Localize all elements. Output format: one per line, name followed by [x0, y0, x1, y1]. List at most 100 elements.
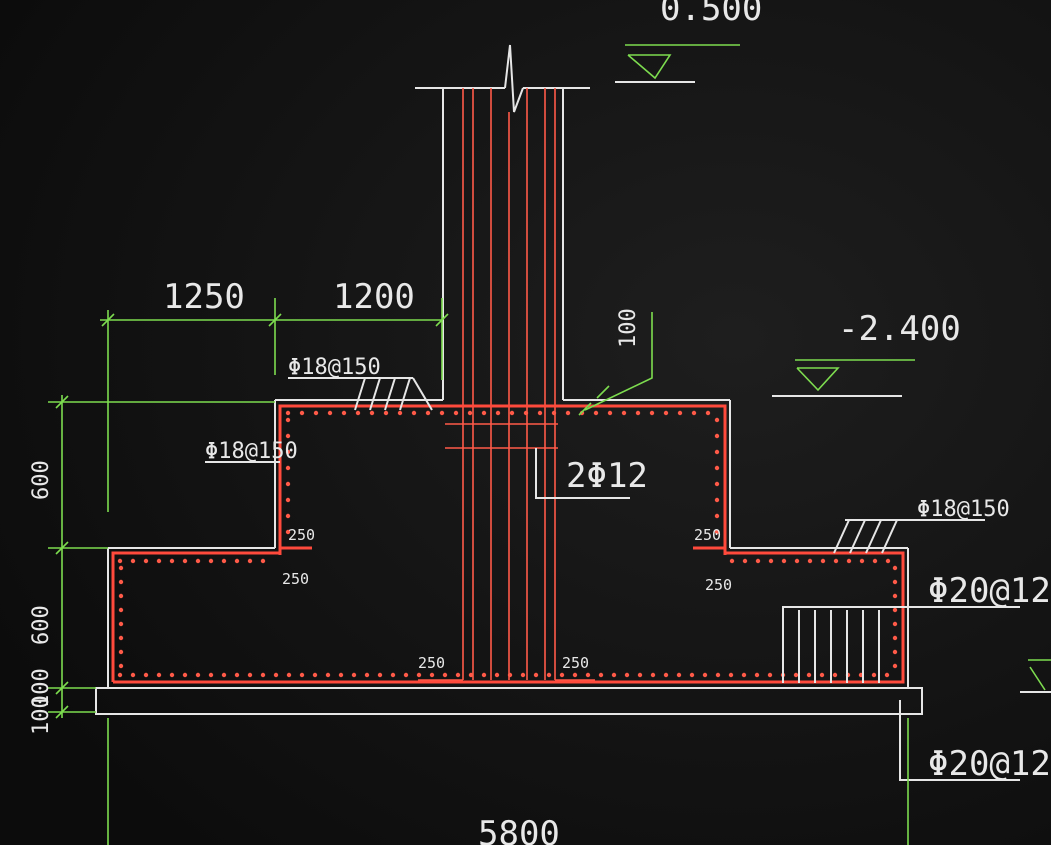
- rebar-dot: [650, 672, 656, 678]
- rebar-dot: [884, 672, 890, 678]
- rebar-dot: [195, 672, 201, 678]
- rebar-dot: [892, 565, 898, 571]
- lap-label-f: 250: [562, 654, 589, 672]
- rebar-dot: [439, 410, 445, 416]
- dim-600-upper-label: 600: [29, 460, 54, 500]
- rebar-dot: [885, 558, 891, 564]
- rebar-dot: [369, 410, 375, 416]
- rebar-dot: [509, 410, 515, 416]
- rebar-dot: [285, 513, 291, 519]
- rebar-dot: [182, 672, 188, 678]
- rebar-dot: [260, 558, 266, 564]
- rebar-dot: [714, 529, 720, 535]
- rebar-dot: [312, 672, 318, 678]
- rebar-dot: [892, 663, 898, 669]
- rebar-dot: [559, 672, 565, 678]
- rebar-dot: [299, 410, 305, 416]
- rebar-dot: [714, 449, 720, 455]
- rebar-dot: [767, 672, 773, 678]
- rebar-dot: [520, 672, 526, 678]
- dim-600-lower-label: 600: [29, 605, 54, 645]
- rebar-dot: [247, 672, 253, 678]
- rebar-dot: [383, 410, 389, 416]
- rebar-dot: [793, 672, 799, 678]
- rebar-dot: [754, 672, 760, 678]
- rebar-dot: [182, 558, 188, 564]
- rebar-right-step-label: Φ18@150: [917, 497, 1010, 522]
- rebar-dot: [221, 558, 227, 564]
- rebar-dot: [285, 497, 291, 503]
- rebar-dot: [819, 672, 825, 678]
- rebar-dot: [714, 465, 720, 471]
- rebar-dot: [285, 433, 291, 439]
- rebar-dot: [442, 672, 448, 678]
- rebar-dot: [892, 621, 898, 627]
- rebar-dot: [741, 672, 747, 678]
- rebar-stirrup-label: 2Φ12: [566, 456, 648, 496]
- rebar-dot: [403, 672, 409, 678]
- rebar-dot: [691, 410, 697, 416]
- rebar-dot: [794, 558, 800, 564]
- rebar-dot: [221, 672, 227, 678]
- rebar-dot: [859, 558, 865, 564]
- rebar-dot: [118, 663, 124, 669]
- rebar-dot: [481, 672, 487, 678]
- rebar-dot: [118, 649, 124, 655]
- rebar-dot: [468, 672, 474, 678]
- rebar-dot: [327, 410, 333, 416]
- rebar-dot: [677, 410, 683, 416]
- rebar-dot: [118, 635, 124, 641]
- rebar-dot: [169, 672, 175, 678]
- rebar-dot: [341, 410, 347, 416]
- rebar-dot: [892, 649, 898, 655]
- rebar-dot: [234, 672, 240, 678]
- rebar-dot: [397, 410, 403, 416]
- rebar-dot: [892, 635, 898, 641]
- rebar-dot: [411, 410, 417, 416]
- rebar-dot: [355, 410, 361, 416]
- rebar-dot: [523, 410, 529, 416]
- dim-1200-label: 1200: [333, 277, 415, 317]
- rebar-dot: [607, 410, 613, 416]
- rebar-dot: [208, 672, 214, 678]
- rebar-dot: [455, 672, 461, 678]
- rebar-dot: [820, 558, 826, 564]
- rebar-dot: [453, 410, 459, 416]
- lap-label-d: 250: [705, 576, 732, 594]
- rebar-dot: [702, 672, 708, 678]
- rebar-dot: [537, 410, 543, 416]
- rebar-dot: [338, 672, 344, 678]
- rebar-dot: [156, 558, 162, 564]
- lap-label-a: 250: [288, 526, 315, 544]
- rebar-dot: [118, 607, 124, 613]
- rebar-dot: [832, 672, 838, 678]
- rebar-dot: [325, 672, 331, 678]
- rebar-dot: [285, 410, 291, 416]
- rebar-dot: [637, 672, 643, 678]
- rebar-dot: [755, 558, 761, 564]
- rebar-dot: [892, 593, 898, 599]
- rebar-dot: [714, 433, 720, 439]
- lap-label-e: 250: [418, 654, 445, 672]
- rebar-dot: [715, 672, 721, 678]
- rebar-dot: [118, 565, 124, 571]
- lap-label-b: 250: [282, 570, 309, 588]
- rebar-dot: [892, 607, 898, 613]
- rebar-dot: [585, 672, 591, 678]
- rebar-dot: [663, 410, 669, 416]
- rebar-dot: [507, 672, 513, 678]
- rebar-dot: [156, 672, 162, 678]
- column-rebar: [418, 88, 595, 681]
- rebar-dot: [611, 672, 617, 678]
- rebar-dot: [495, 410, 501, 416]
- rebar-dot: [649, 410, 655, 416]
- rebar-dot: [833, 558, 839, 564]
- rebar-dot: [676, 672, 682, 678]
- rebar-dot: [714, 513, 720, 519]
- rebar-dot: [285, 529, 291, 535]
- rebar-base-label: Φ20@120: [928, 744, 1051, 784]
- rebar-dot: [467, 410, 473, 416]
- rebar-dot: [572, 672, 578, 678]
